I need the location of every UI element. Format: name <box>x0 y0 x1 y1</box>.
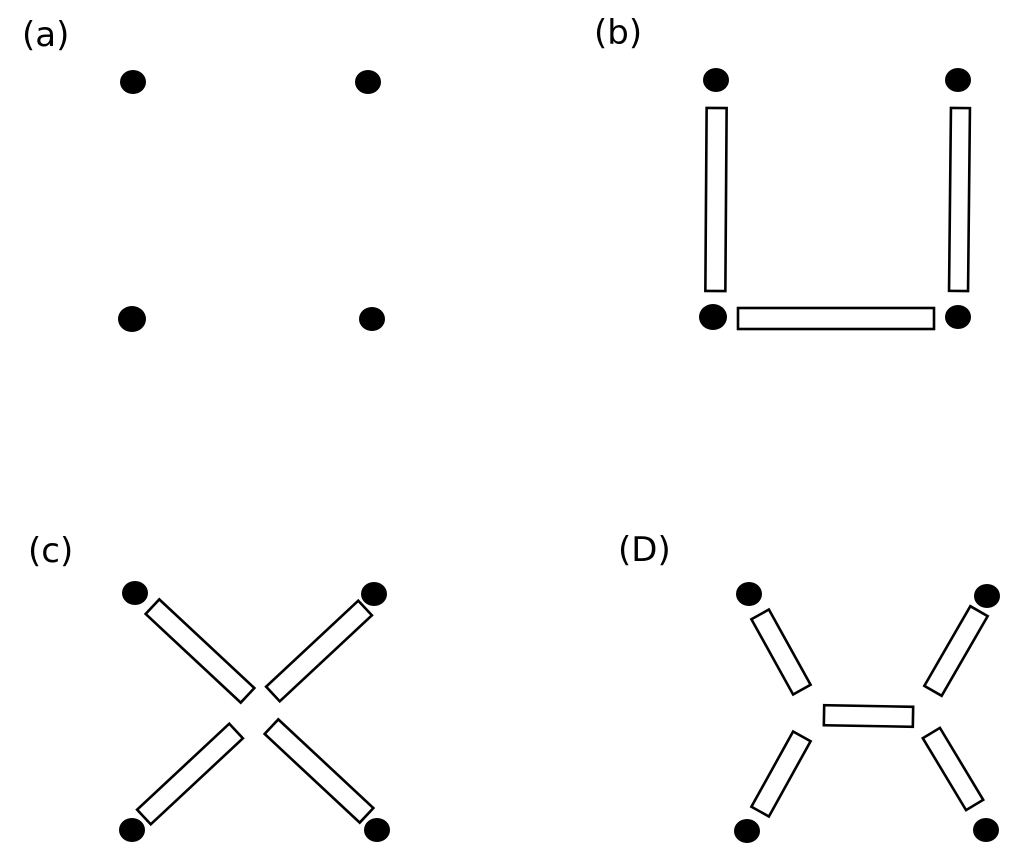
stick-d-top-right <box>922 604 990 698</box>
stick-c-top-right <box>264 598 374 704</box>
stick-b-left <box>704 106 728 293</box>
stick-c-top-left <box>143 597 257 705</box>
dot-a-bottom-left <box>118 306 146 332</box>
stick-b-right <box>947 106 972 293</box>
dot-b-bottom-right <box>945 305 971 329</box>
stick-c-bottom-right <box>262 717 376 825</box>
dot-c-top-left <box>122 581 148 605</box>
stick-c-bottom-left <box>135 721 245 827</box>
dot-b-bottom-left <box>699 304 727 330</box>
panel-b-label: (b) <box>594 13 642 53</box>
panel-c-label: (c) <box>28 531 73 571</box>
stick-d-top-left <box>749 607 813 697</box>
panel-d-label: (D) <box>618 530 671 570</box>
dot-c-bottom-right <box>364 818 390 842</box>
panel-b: (b) <box>594 13 972 331</box>
dot-d-top-left <box>736 582 762 606</box>
dot-d-bottom-right <box>973 818 999 842</box>
dot-b-top-left <box>703 68 729 92</box>
stick-d-bottom-right <box>921 726 985 812</box>
dot-c-bottom-left <box>119 818 145 842</box>
stick-d-middle <box>822 703 915 729</box>
panel-a: (a) <box>22 15 385 332</box>
dot-a-top-left <box>120 70 146 94</box>
stick-d-bottom-left <box>749 729 813 819</box>
dot-d-top-right <box>974 584 1000 608</box>
dot-a-top-right <box>355 70 381 94</box>
dot-d-bottom-left <box>734 819 760 843</box>
stick-b-bottom <box>736 306 936 331</box>
panel-a-label: (a) <box>22 15 69 55</box>
panel-d: (D) <box>618 530 1000 843</box>
panel-c: (c) <box>28 531 390 842</box>
dot-a-bottom-right <box>359 307 385 331</box>
dot-b-top-right <box>945 68 971 92</box>
dot-c-top-right <box>361 582 387 606</box>
